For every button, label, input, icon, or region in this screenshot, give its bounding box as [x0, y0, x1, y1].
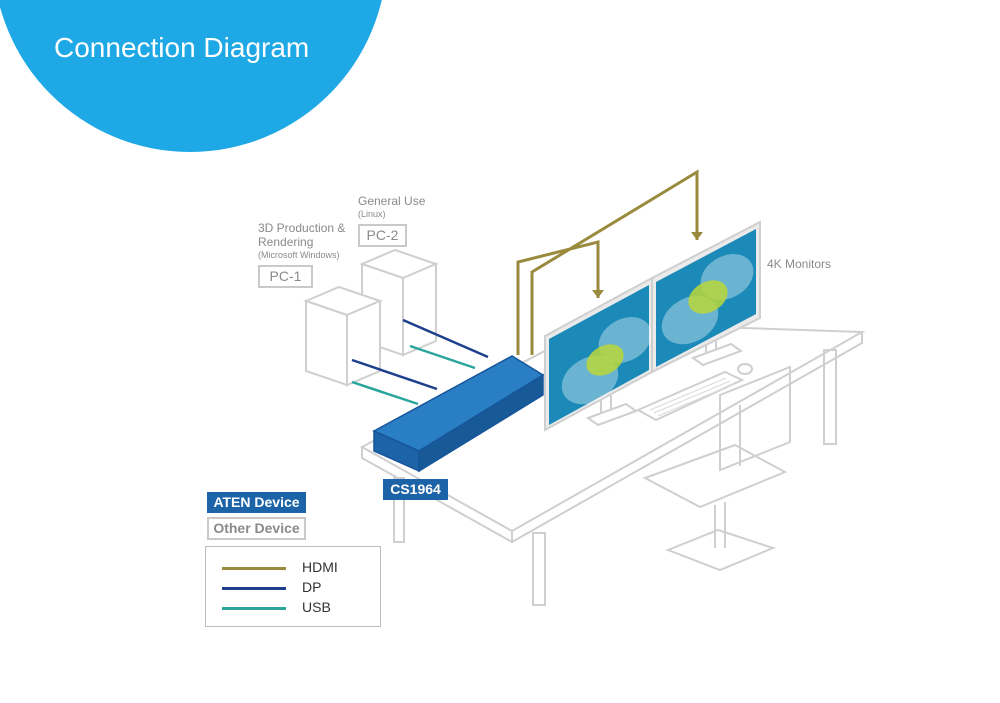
legend-text-hdmi: HDMI	[302, 559, 338, 575]
pc2-label: PC-2	[358, 224, 407, 247]
monitors-label: 4K Monitors	[767, 257, 831, 271]
legend-line-hdmi	[222, 567, 286, 570]
pc2-desc-line2: (Linux)	[358, 209, 386, 219]
pc1-tower	[306, 287, 380, 385]
pc1-desc-line3: (Microsoft Windows)	[258, 250, 340, 260]
cs1964-tag: CS1964	[383, 479, 448, 500]
pc1-desc-line2: Rendering	[258, 235, 313, 249]
pc1-label: PC-1	[258, 265, 313, 288]
cs1964-switch	[374, 356, 543, 471]
pc1-desc-line1: 3D Production &	[258, 221, 345, 235]
monitors	[545, 222, 762, 430]
legend-line-usb	[222, 607, 286, 610]
pc2-desc-line1: General Use	[358, 194, 425, 208]
key-other-device: Other Device	[207, 517, 306, 540]
page-title: Connection Diagram	[54, 32, 309, 64]
header-circle	[0, 0, 387, 152]
key-aten-device: ATEN Device	[207, 492, 306, 513]
mouse	[738, 364, 752, 374]
cable-legend: HDMI DP USB	[205, 546, 381, 627]
keyboard	[638, 372, 742, 420]
pc-towers	[306, 250, 436, 385]
legend-line-dp	[222, 587, 286, 590]
legend-text-usb: USB	[302, 599, 331, 615]
legend-text-dp: DP	[302, 579, 321, 595]
